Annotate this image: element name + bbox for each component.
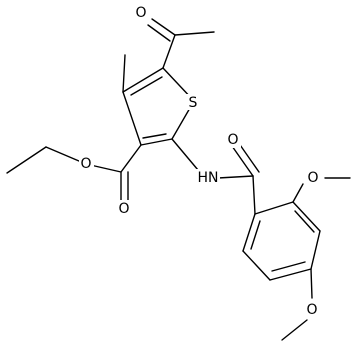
bond-acetyl-methyl — [174, 31, 215, 36]
bond-ar-c1-c2 — [254, 201, 294, 215]
bond-ar-c3-c4 — [310, 230, 321, 270]
atom-label-text: S — [189, 95, 198, 111]
bond-carbonyl-to-aryl — [252, 175, 256, 215]
bond-para-o-methyl — [281, 319, 308, 341]
bond-ar-c4-c5-double — [271, 261, 306, 272]
bond-c2-c3-double — [142, 133, 167, 139]
bond-ar-para-o — [310, 268, 313, 299]
bond-ar-c5-c6 — [242, 250, 271, 281]
bond-acetyl-carbonyl-1 — [151, 18, 176, 36]
bond-acetyl-to-ring — [162, 34, 176, 69]
atom-amide-oxygen: O — [226, 131, 241, 148]
atom-acetyl-oxygen: O — [134, 4, 149, 21]
bond-c3-c4 — [122, 91, 142, 146]
bond-nh-carbonyl — [217, 175, 254, 179]
bond-c2-c3 — [140, 138, 173, 146]
bond-ar-c6-c1 — [242, 213, 256, 252]
atom-label-text: O — [118, 201, 129, 217]
bond-c4-c5-double — [130, 76, 163, 96]
atom-para-methoxy-oxygen: O — [305, 301, 320, 318]
atom-label-text: O — [80, 156, 91, 172]
bonds — [6, 18, 351, 341]
bond-c2-nh — [171, 138, 199, 171]
bond-c4-c5 — [122, 67, 164, 93]
bond-ar-c2-c3 — [292, 201, 321, 232]
atom-label-text: O — [135, 5, 146, 21]
atom-amide-nitrogen: HN — [196, 169, 220, 186]
bond-amide-co-1 — [231, 145, 254, 177]
atom-label-text: O — [307, 170, 318, 186]
bond-acetyl-carbonyl-2 — [147, 24, 171, 42]
bond-c3-ester-carbon — [120, 144, 142, 173]
bond-ar-c4-c5 — [269, 268, 312, 281]
atom-sulfur: S — [186, 94, 200, 111]
bond-ar-c6-c1-double — [250, 220, 261, 250]
bond-amide-co-2 — [237, 141, 260, 173]
atom-ester-carbonyl-oxygen: O — [117, 200, 132, 217]
atom-ester-oxygen: O — [79, 155, 94, 172]
bond-ar-c2-c3-double — [294, 210, 315, 233]
bond-ar-ortho-o — [292, 183, 304, 203]
atom-label-text: O — [227, 132, 238, 148]
atom-label-text: O — [306, 302, 317, 318]
atom-labels: O S O O O HN O O — [79, 4, 321, 318]
bond-ring-methyl — [122, 54, 126, 93]
atom-label-text: HN — [198, 170, 219, 186]
atom-ortho-methoxy-oxygen: O — [306, 169, 321, 186]
bond-ethyl-ch2-ch3 — [6, 146, 47, 174]
